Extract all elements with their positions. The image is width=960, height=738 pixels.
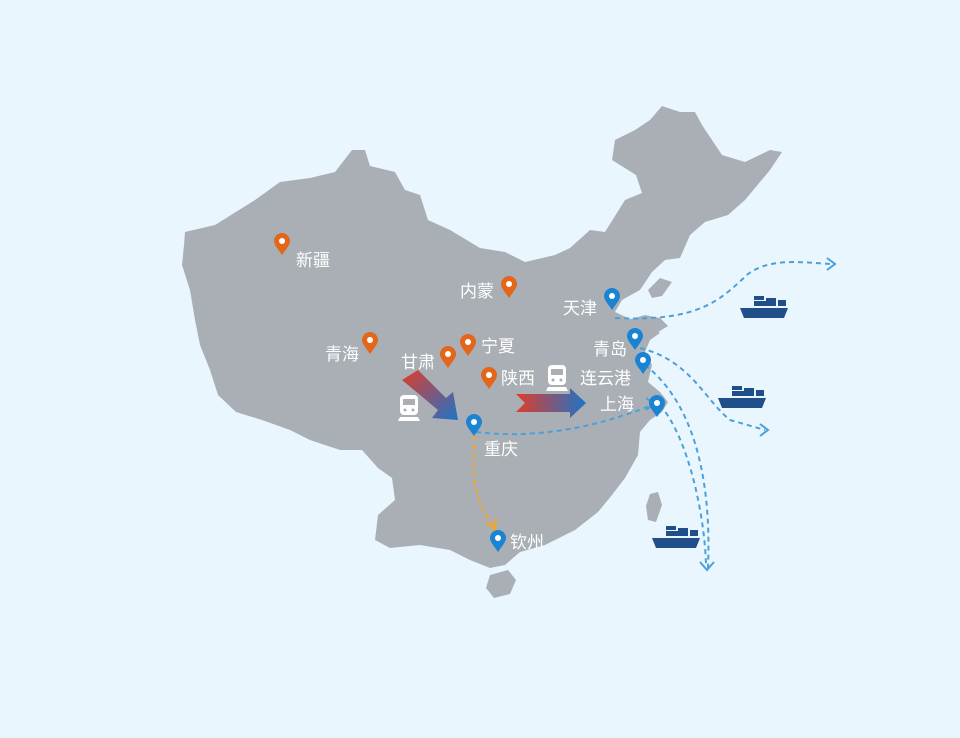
route-tianjin-overseas	[614, 261, 831, 320]
label-qinghai: 青海	[325, 345, 359, 365]
marker-gansu[interactable]	[440, 346, 456, 368]
label-qinzhou: 钦州	[510, 533, 544, 553]
route-chongqing-shanghai	[475, 404, 653, 436]
label-lianyungang: 连云港	[580, 369, 631, 389]
route-shanghai-south	[659, 404, 707, 566]
eastward-rail-arrow	[516, 388, 586, 418]
route-qingdao-arrowhead	[759, 423, 770, 437]
train-icon	[546, 365, 568, 391]
route-qingdao-overseas	[639, 347, 766, 431]
label-tianjin: 天津	[563, 299, 597, 319]
shandong-peninsula-shape	[628, 315, 668, 334]
marker-qinghai[interactable]	[362, 332, 378, 354]
cargo-ship-icon	[652, 526, 700, 548]
label-shaanxi: 陕西	[501, 369, 535, 389]
label-ningxia: 宁夏	[481, 337, 515, 357]
marker-neimeng[interactable]	[501, 276, 517, 298]
label-shanghai: 上海	[600, 395, 634, 415]
china-mainland-shape	[182, 106, 782, 568]
label-xinjiang: 新疆	[296, 251, 330, 271]
marker-qinzhou[interactable]	[490, 530, 506, 552]
hainan-island-shape	[486, 570, 516, 598]
rail-chongqing-qinzhou	[473, 435, 495, 527]
marker-lianyungang[interactable]	[635, 352, 651, 374]
train-icon	[398, 395, 420, 421]
label-gansu: 甘肃	[401, 353, 435, 373]
marker-shaanxi[interactable]	[481, 367, 497, 389]
rail-arrowhead	[485, 517, 497, 533]
label-neimeng: 内蒙	[460, 282, 494, 302]
westward-rail-arrow	[402, 370, 458, 420]
route-tianjin-arrowhead	[826, 257, 837, 271]
marker-tianjin[interactable]	[604, 288, 620, 310]
cargo-ship-icon	[718, 386, 766, 408]
marker-ningxia[interactable]	[460, 334, 476, 356]
marker-qingdao[interactable]	[627, 328, 643, 350]
liaodong-peninsula-shape	[648, 278, 672, 298]
cargo-ship-icon	[740, 296, 788, 318]
route-lianyungang-south	[644, 364, 710, 569]
taiwan-island-shape	[646, 492, 662, 522]
label-qingdao: 青岛	[593, 340, 627, 360]
marker-chongqing[interactable]	[466, 414, 482, 436]
marker-shanghai[interactable]	[649, 395, 665, 417]
marker-xinjiang[interactable]	[274, 233, 290, 255]
label-chongqing: 重庆	[484, 440, 518, 460]
route-south-arrowhead	[699, 561, 715, 572]
